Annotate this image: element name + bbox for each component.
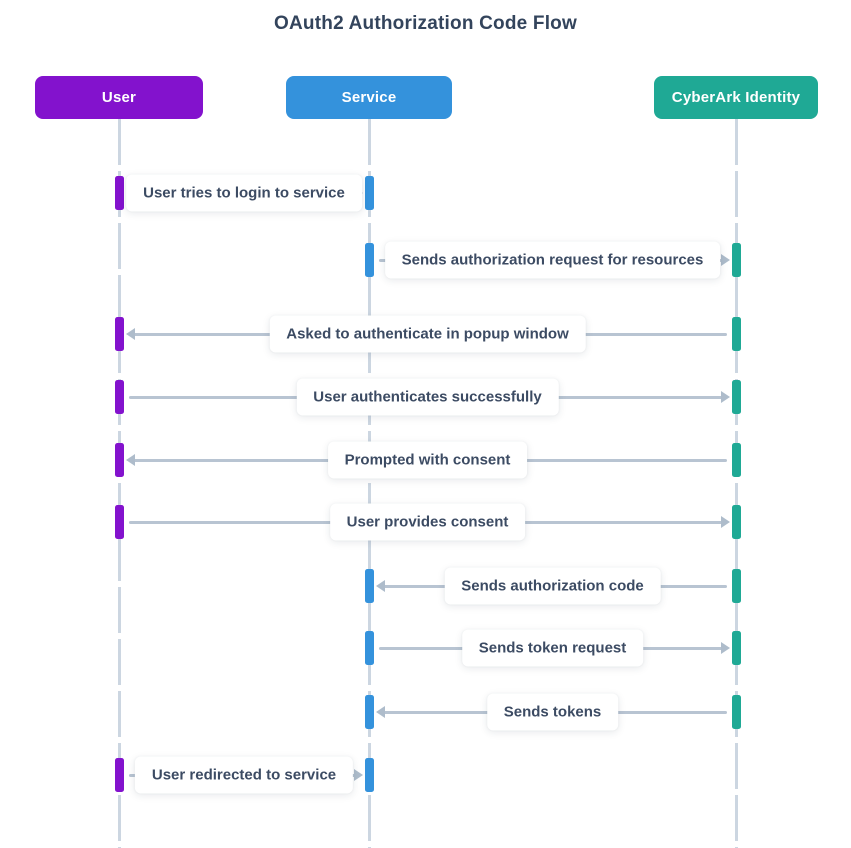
activation-bar-service <box>364 569 374 603</box>
activation-bar-cyberark <box>731 317 741 351</box>
arrowhead-right-icon <box>720 391 730 403</box>
activation-bar-cyberark <box>731 631 741 665</box>
arrowhead-right-icon <box>720 254 730 266</box>
actor-box-cyberark: CyberArk Identity <box>654 76 818 119</box>
diagram-title: OAuth2 Authorization Code Flow <box>274 13 577 34</box>
activation-bar-cyberark <box>731 695 741 729</box>
activation-bar-user <box>114 317 124 351</box>
message-label: User provides consent <box>329 503 526 541</box>
message-row: User redirected to service <box>114 756 374 794</box>
actor-box-user: User <box>35 76 203 119</box>
message-label: User authenticates successfully <box>296 378 559 416</box>
arrowhead-left-icon <box>125 454 135 466</box>
message-label: Asked to authenticate in popup window <box>269 315 586 353</box>
arrowhead-right-icon <box>720 516 730 528</box>
lifeline-service <box>367 119 371 848</box>
message-row: User authenticates successfully <box>114 378 741 416</box>
message-row: Sends token request <box>364 629 741 667</box>
activation-bar-user <box>114 443 124 477</box>
activation-bar-service <box>364 176 374 210</box>
lifeline-cyberark <box>734 119 738 848</box>
activation-bar-user <box>114 505 124 539</box>
message-row: Sends authorization code <box>364 567 741 605</box>
activation-bar-user <box>114 758 124 792</box>
message-row: Prompted with consent <box>114 441 741 479</box>
lifeline-user <box>117 119 121 848</box>
activation-bar-cyberark <box>731 443 741 477</box>
message-label: User tries to login to service <box>126 174 362 212</box>
activation-bar-service <box>364 758 374 792</box>
arrowhead-left-icon <box>125 328 135 340</box>
activation-bar-service <box>364 631 374 665</box>
activation-bar-service <box>364 695 374 729</box>
activation-bar-cyberark <box>731 569 741 603</box>
message-row: User provides consent <box>114 503 741 541</box>
activation-bar-user <box>114 176 124 210</box>
message-label: User redirected to service <box>134 756 354 794</box>
message-row: Asked to authenticate in popup window <box>114 315 741 353</box>
message-label: Sends tokens <box>486 693 619 731</box>
message-label: Sends token request <box>461 629 644 667</box>
message-row: Sends authorization request for resource… <box>364 241 741 279</box>
activation-bar-cyberark <box>731 243 741 277</box>
arrowhead-right-icon <box>720 642 730 654</box>
activation-bar-cyberark <box>731 505 741 539</box>
arrowhead-left-icon <box>375 580 385 592</box>
message-row: User tries to login to service <box>114 174 374 212</box>
activation-bar-service <box>364 243 374 277</box>
activation-bar-user <box>114 380 124 414</box>
message-row: Sends tokens <box>364 693 741 731</box>
message-label: Sends authorization request for resource… <box>384 241 721 279</box>
actor-label-service: Service <box>341 89 397 106</box>
activation-bar-cyberark <box>731 380 741 414</box>
message-label: Sends authorization code <box>444 567 661 605</box>
arrowhead-right-icon <box>353 769 363 781</box>
message-label: Prompted with consent <box>327 441 528 479</box>
actor-label-cyberark: CyberArk Identity <box>671 89 801 106</box>
actor-label-user: User <box>101 89 137 106</box>
actor-box-service: Service <box>286 76 452 119</box>
arrowhead-left-icon <box>375 706 385 718</box>
